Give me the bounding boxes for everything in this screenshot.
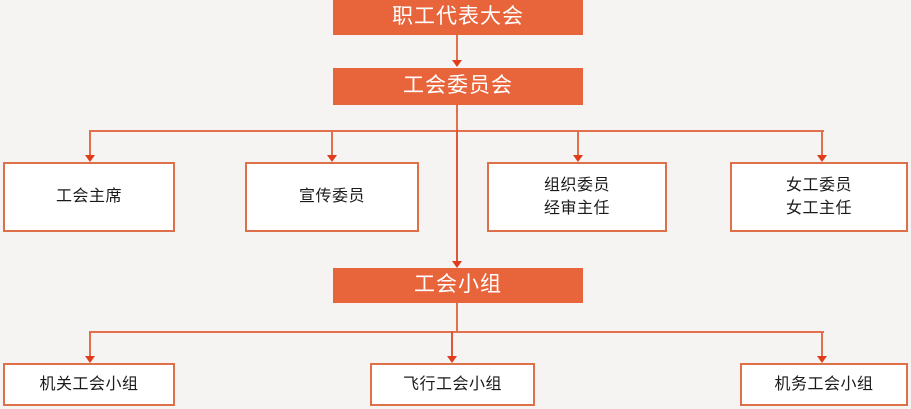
node-label: 工会主席 [55,188,122,206]
connector-bus-level5 [90,331,824,333]
connector-drop-union-chair [89,130,91,156]
node-label: 机关工会小组 [39,375,139,393]
node-label-secondary: 经审主任 [543,200,610,217]
connector-drop-agency-group [89,331,91,357]
node-union-group[interactable]: 工会小组 [333,268,583,303]
node-label: 女工委员 [785,176,852,194]
arrowhead-flight-group [447,356,457,363]
node-employee-congress[interactable]: 职工代表大会 [333,0,583,35]
node-label: 工会小组 [414,273,502,297]
arrowhead-publicity [327,155,337,162]
arrowhead-maintenance-group [817,356,827,363]
connector-committee-trunk [456,105,458,132]
node-union-committee[interactable]: 工会委员会 [333,68,583,105]
connector-drop-women-worker [821,130,823,156]
node-label: 机务工会小组 [774,375,874,393]
node-flight-union-group[interactable]: 飞行工会小组 [370,363,535,406]
node-agency-union-group[interactable]: 机关工会小组 [3,363,175,406]
arrowhead-union-group [452,261,462,268]
arrowhead-organization [573,155,583,162]
arrowhead-agency-group [85,356,95,363]
connector-drop-publicity [331,130,333,156]
node-label-secondary: 女工主任 [785,200,852,217]
arrowhead-congress-to-committee [452,60,462,67]
node-label: 工会委员会 [403,74,513,98]
node-label: 组织委员 [543,176,610,194]
connector-committee-to-union-group [456,130,458,262]
connector-drop-maintenance-group [821,331,823,357]
node-label: 职工代表大会 [392,5,524,29]
arrowhead-union-chair [85,155,95,162]
node-union-chair[interactable]: 工会主席 [3,162,175,232]
node-label: 飞行工会小组 [402,375,502,393]
connector-congress-to-committee [456,35,458,61]
connector-union-group-trunk [456,303,458,333]
node-label: 宣传委员 [298,188,365,206]
connector-drop-flight-group [451,331,453,357]
arrowhead-women-worker [817,155,827,162]
node-organization-member[interactable]: 组织委员 经审主任 [487,162,667,232]
node-publicity-member[interactable]: 宣传委员 [245,162,419,232]
connector-drop-organization [577,130,579,156]
node-women-worker-member[interactable]: 女工委员 女工主任 [730,162,908,232]
node-maintenance-union-group[interactable]: 机务工会小组 [740,363,908,406]
